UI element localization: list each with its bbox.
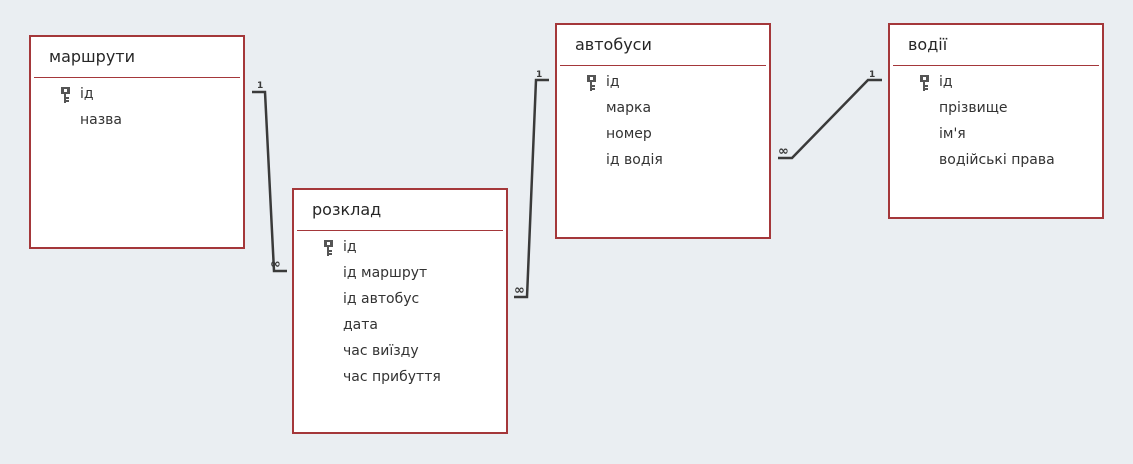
field-row[interactable]: ід	[294, 236, 506, 262]
table-schedule[interactable]: розклад ід ід маршрут ід автобус дата ча…	[292, 188, 508, 434]
cardinality-many-schedule-buses: ∞	[514, 283, 525, 298]
table-title: автобуси	[575, 35, 652, 54]
field-list: ід назва	[31, 83, 243, 135]
field-row[interactable]: дата	[294, 314, 506, 340]
title-divider	[34, 77, 240, 78]
field-row[interactable]: прізвище	[890, 97, 1102, 123]
field-row[interactable]: ід маршрут	[294, 262, 506, 288]
field-name: ім'я	[939, 126, 966, 142]
primary-key-icon	[324, 240, 333, 256]
relationship-line-buses-schedule[interactable]	[514, 78, 549, 299]
field-name: водійські права	[939, 152, 1055, 168]
field-name: ід маршрут	[343, 265, 428, 281]
field-row[interactable]: ід	[31, 83, 243, 109]
field-name: прізвище	[939, 100, 1008, 116]
cardinality-one-drivers: 1	[869, 70, 875, 80]
field-name: ід	[939, 74, 953, 90]
table-title: маршрути	[49, 47, 136, 66]
field-name: марка	[606, 100, 652, 116]
field-row[interactable]: ід	[557, 71, 769, 97]
field-row[interactable]: назва	[31, 109, 243, 135]
title-divider	[297, 230, 503, 231]
field-list: ід прізвище ім'я водійські права	[890, 71, 1102, 175]
title-divider	[893, 65, 1099, 66]
cardinality-one-buses: 1	[536, 70, 542, 80]
field-row[interactable]: час виїзду	[294, 340, 506, 366]
field-row[interactable]: водійські права	[890, 149, 1102, 175]
title-divider	[560, 65, 766, 66]
table-title: водії	[908, 35, 948, 54]
field-row[interactable]: ім'я	[890, 123, 1102, 149]
field-row[interactable]: ід автобус	[294, 288, 506, 314]
field-name: час виїзду	[343, 343, 419, 359]
field-name: ід автобус	[343, 291, 420, 307]
field-row[interactable]: марка	[557, 97, 769, 123]
cardinality-many-schedule-routes: ∞	[270, 257, 281, 272]
field-name: дата	[343, 317, 378, 333]
relationship-line-drivers-buses[interactable]	[778, 78, 882, 160]
field-name: ід водія	[606, 152, 663, 168]
table-buses[interactable]: автобуси ід марка номер ід водія	[555, 23, 771, 239]
primary-key-icon	[587, 75, 596, 91]
primary-key-icon	[920, 75, 929, 91]
primary-key-icon	[61, 87, 70, 103]
field-row[interactable]: ід водія	[557, 149, 769, 175]
field-row[interactable]: номер	[557, 123, 769, 149]
cardinality-many-buses-drivers: ∞	[778, 144, 789, 159]
table-drivers[interactable]: водії ід прізвище ім'я водійські права	[888, 23, 1104, 219]
field-name: ід	[606, 74, 620, 90]
field-name: номер	[606, 126, 652, 142]
field-name: ід	[80, 86, 94, 102]
field-list: ід ід маршрут ід автобус дата час виїзду…	[294, 236, 506, 392]
table-routes[interactable]: маршрути ід назва	[29, 35, 245, 249]
field-name: назва	[80, 112, 123, 128]
field-list: ід марка номер ід водія	[557, 71, 769, 175]
field-row[interactable]: час прибуття	[294, 366, 506, 392]
relationship-line-routes-schedule[interactable]	[252, 90, 287, 273]
table-title: розклад	[312, 200, 382, 219]
field-name: ід	[343, 239, 357, 255]
field-row[interactable]: ід	[890, 71, 1102, 97]
field-name: час прибуття	[343, 369, 441, 385]
cardinality-one-routes: 1	[257, 81, 263, 91]
